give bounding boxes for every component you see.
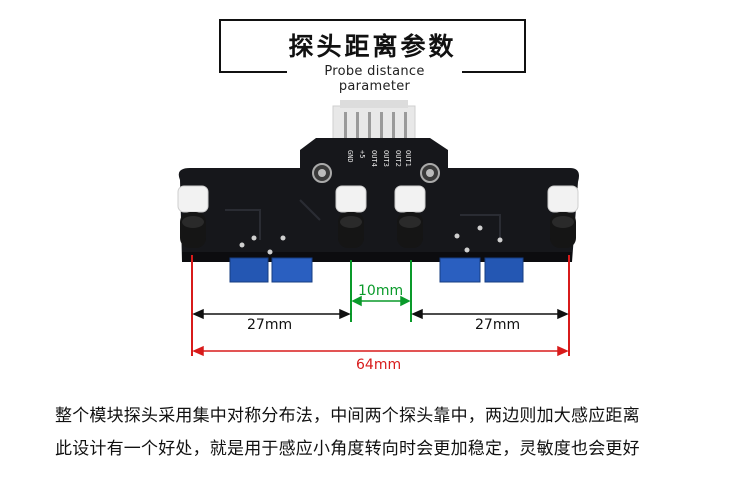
dim-total-64mm bbox=[192, 345, 569, 357]
potentiometers bbox=[229, 257, 524, 283]
label-center-spacing: 10mm bbox=[358, 283, 404, 299]
title-chinese: 探头距离参数 bbox=[288, 32, 457, 61]
title-english: Probe distance parameter bbox=[287, 64, 462, 94]
dim-right-27mm bbox=[411, 308, 569, 320]
ir-probe-4 bbox=[547, 185, 579, 248]
ir-probe-2 bbox=[335, 185, 367, 248]
pcb-board bbox=[178, 138, 579, 262]
silk-out1: OUT1 bbox=[404, 150, 412, 167]
label-left-spacing: 27mm bbox=[247, 317, 293, 333]
connector-pins bbox=[344, 112, 407, 142]
dim-center-10mm bbox=[351, 295, 411, 307]
label-total-spacing: 64mm bbox=[356, 357, 402, 373]
ir-probe-3 bbox=[394, 185, 426, 248]
dim-left-27mm bbox=[192, 308, 351, 320]
silk-out4: OUT4 bbox=[370, 150, 378, 167]
silk-5v: +5 bbox=[358, 150, 366, 158]
description-line-1: 整个模块探头采用集中对称分布法，中间两个探头靠中，两边则加大感应距离 bbox=[55, 406, 640, 426]
silk-out3: OUT3 bbox=[382, 150, 390, 167]
silk-out2: OUT2 bbox=[394, 150, 402, 167]
ir-probe-1 bbox=[177, 185, 209, 248]
description-line-2: 此设计有一个好处，就是用于感应小角度转向时会更加稳定，灵敏度也会更好 bbox=[55, 439, 640, 459]
label-right-spacing: 27mm bbox=[475, 317, 521, 333]
silk-gnd: GND bbox=[346, 150, 354, 163]
